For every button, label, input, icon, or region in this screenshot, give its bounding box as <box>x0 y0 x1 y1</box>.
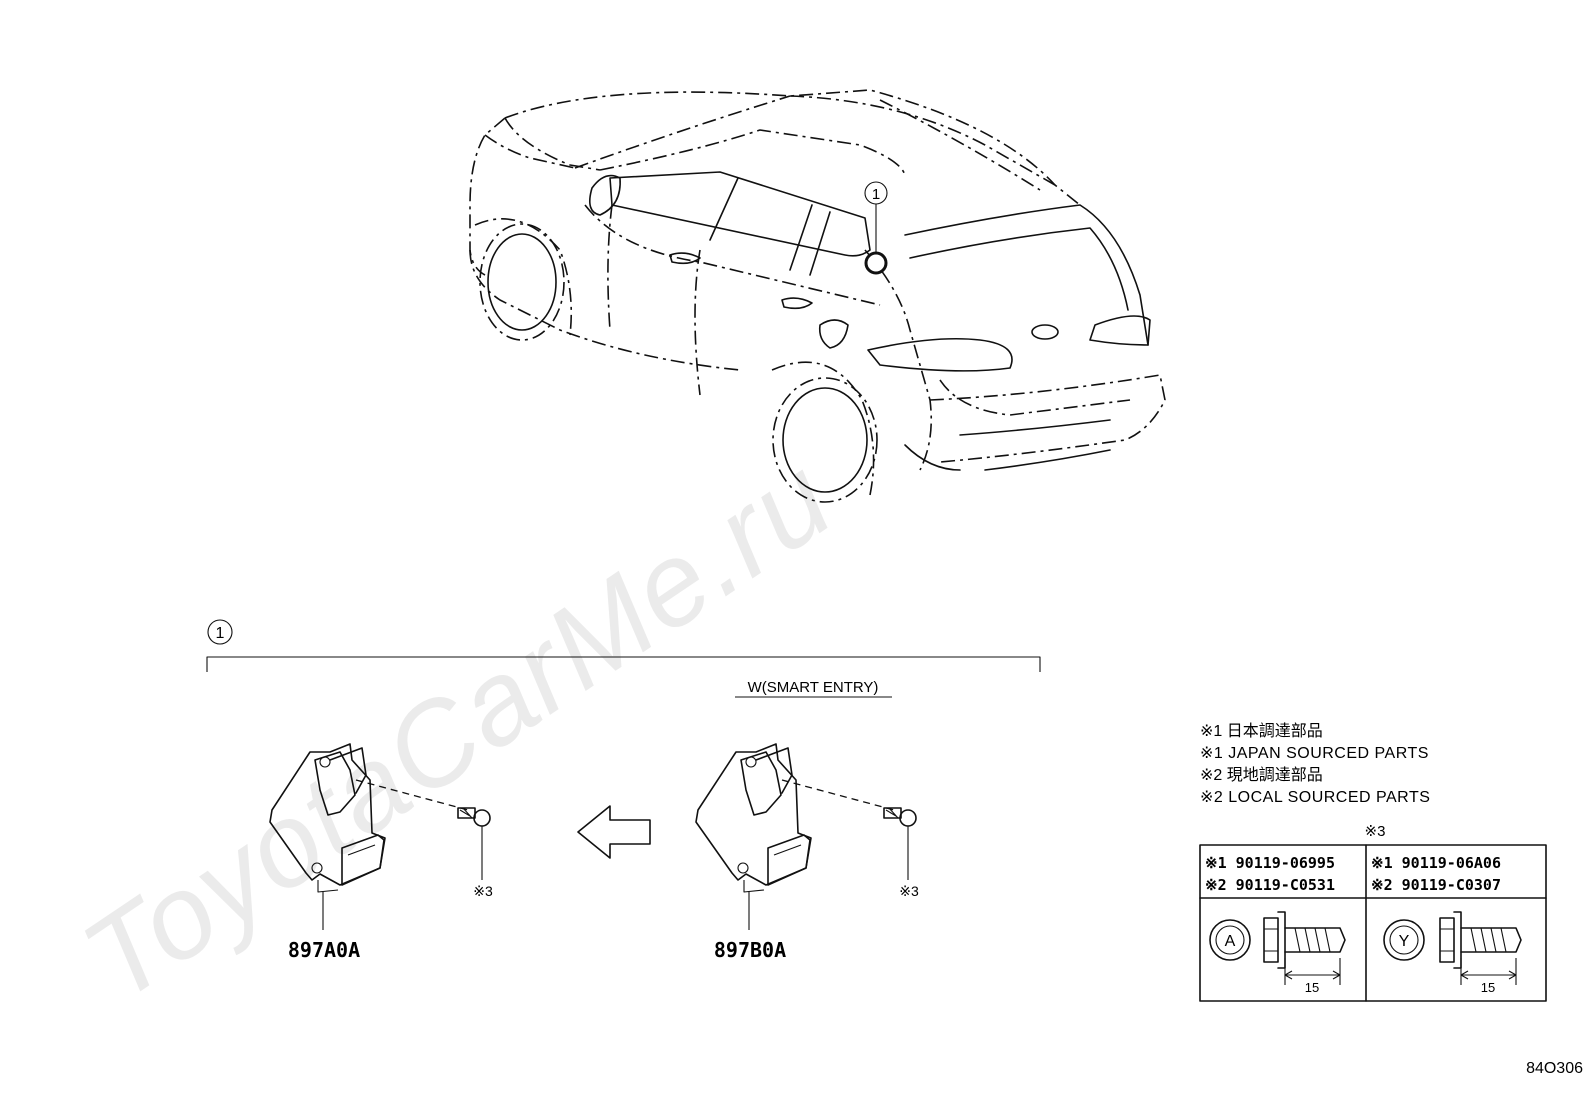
legend: ※1 日本調達部品 ※1 JAPAN SOURCED PARTS ※2 現地調達… <box>1200 722 1430 806</box>
group-callout-circle <box>207 619 233 645</box>
legend-line-4: ※2 LOCAL SOURCED PARTS <box>1200 789 1430 806</box>
legend-line-3: ※2 現地調達部品 <box>1200 766 1323 784</box>
bolt-table: ※3 ※1 90119-06995 ※2 90119-C0531 A 15 ※1… <box>1199 823 1547 1002</box>
bolt-b-line2: ※2 90119-C0307 <box>1371 876 1501 894</box>
bolt-b-line1: ※1 90119-06A06 <box>1371 854 1501 872</box>
group-bracket <box>206 656 1041 672</box>
location-marker <box>864 251 888 275</box>
car-callout-number: 1 <box>872 186 880 203</box>
group-callout-number: 1 <box>216 625 225 642</box>
legend-line-1: ※1 日本調達部品 <box>1200 722 1323 740</box>
group-label: W(SMART ENTRY) <box>748 679 879 696</box>
bolt-a-dimension: 15 <box>1305 980 1319 995</box>
replacement-arrow <box>577 805 651 859</box>
module-old <box>269 743 386 893</box>
part-number-new: 897B0A <box>714 938 786 962</box>
part-number-old: 897A0A <box>288 938 360 962</box>
figure-code: 84O306 <box>1526 1060 1583 1077</box>
bolt-ref-left: ※3 <box>473 883 493 899</box>
bolt-ref-right: ※3 <box>899 883 919 899</box>
bolt-a-line1: ※1 90119-06995 <box>1205 854 1335 872</box>
bolt-b-marking: Y <box>1399 933 1410 950</box>
bolt-b-dimension: 15 <box>1481 980 1495 995</box>
legend-line-2: ※1 JAPAN SOURCED PARTS <box>1200 745 1429 762</box>
bolt-a-line2: ※2 90119-C0531 <box>1205 876 1335 894</box>
module-new <box>695 743 812 893</box>
bolt-left <box>355 779 491 880</box>
bolt-right <box>781 779 917 880</box>
bolt-a-marking: A <box>1225 933 1236 950</box>
vehicle-outline <box>469 89 1166 503</box>
bolt-table-title: ※3 <box>1365 823 1386 840</box>
